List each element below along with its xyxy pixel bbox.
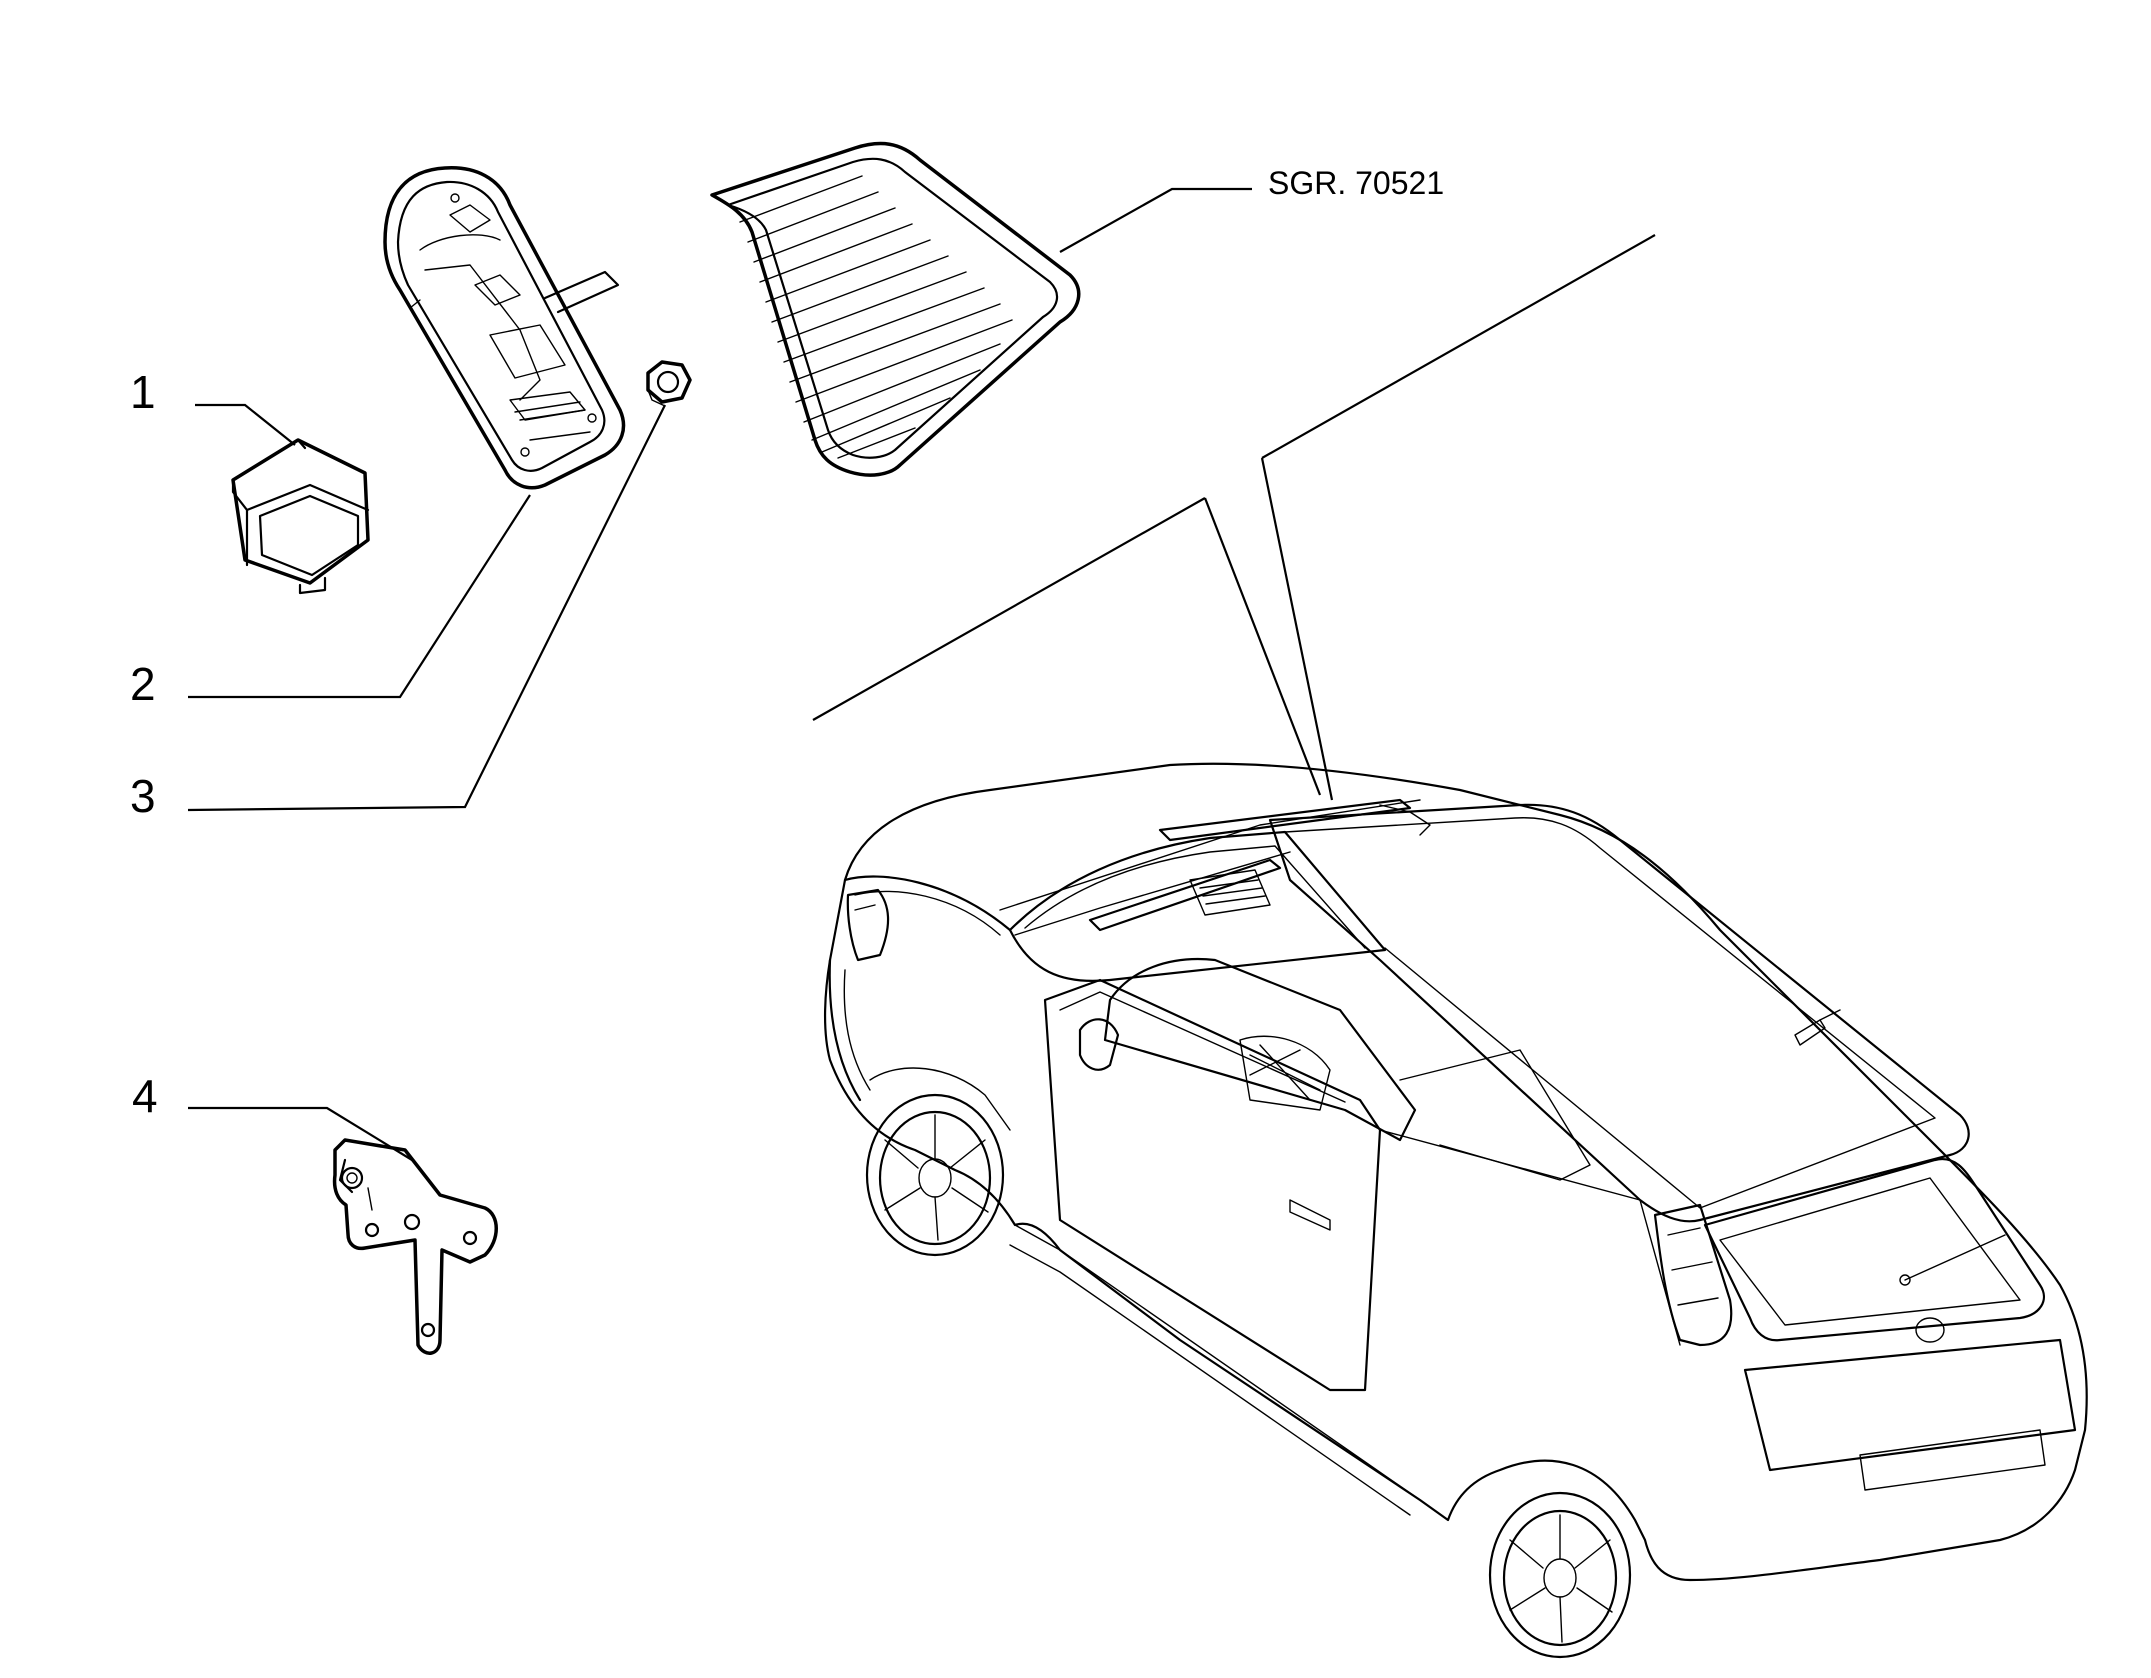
part-3-hex-nut[interactable] xyxy=(646,360,692,407)
callout-3-label[interactable]: 3 xyxy=(130,770,156,822)
leader-line-1 xyxy=(195,403,296,446)
callout-1-label[interactable]: 1 xyxy=(130,366,156,418)
leader-lines xyxy=(187,187,1252,1161)
callout-4-label[interactable]: 4 xyxy=(132,1070,158,1122)
reference-panel-sgr-70521[interactable] xyxy=(710,141,1081,477)
reference-sgr-label[interactable]: SGR. 70521 xyxy=(1268,165,1444,201)
leader-line-4 xyxy=(188,1106,413,1161)
car-illustration xyxy=(823,762,2088,1659)
detail-pointer-lines xyxy=(812,234,1656,801)
callout-2-label[interactable]: 2 xyxy=(130,658,156,710)
part-2-bracket-housing[interactable] xyxy=(383,166,626,490)
leader-line-3 xyxy=(187,404,666,812)
part-4-mounting-bracket[interactable] xyxy=(332,1138,498,1355)
leader-line-2 xyxy=(188,494,531,699)
part-1-control-module[interactable] xyxy=(231,438,370,595)
leader-line-sgr xyxy=(1059,187,1252,253)
